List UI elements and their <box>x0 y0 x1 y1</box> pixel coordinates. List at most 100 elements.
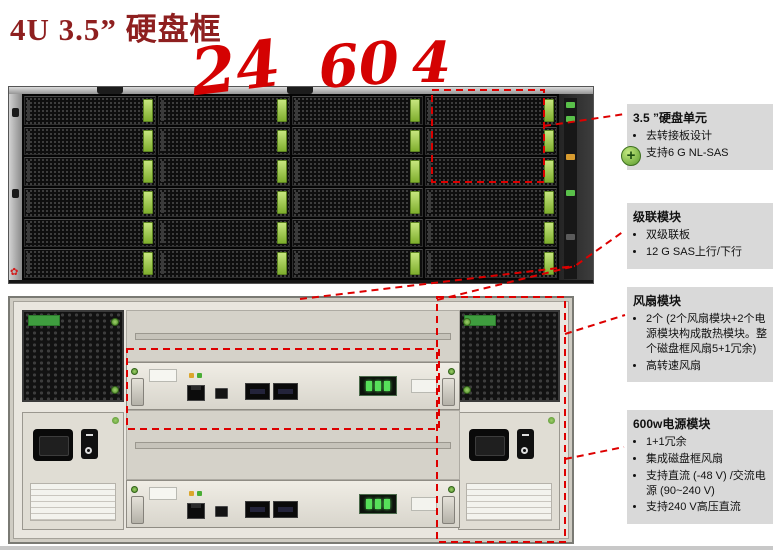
thumbscrew-icon <box>131 486 138 493</box>
drive-tray <box>425 126 557 156</box>
drive-latch <box>410 99 421 122</box>
drive-tray <box>425 249 557 278</box>
callout-bullet: 2个 (2个风扇模块+2个电源模块构成散热模块。整个磁盘框风扇5+1冗余) <box>646 312 767 357</box>
power-supply-module <box>458 412 560 530</box>
callout-bullet: 1+1冗余 <box>646 435 767 450</box>
ear-screw-hole <box>12 189 19 198</box>
chassis-latch <box>97 87 123 94</box>
callout-bullet: 支持6 G NL-SAS <box>646 146 767 161</box>
drive-tray <box>24 218 156 248</box>
ethernet-port <box>187 503 205 519</box>
power-led-icon <box>197 491 202 496</box>
thumbscrew-icon <box>548 417 555 424</box>
power-supply-module <box>22 412 124 530</box>
drive-latch <box>410 160 421 183</box>
callout-bullet: 集成磁盘框风扇 <box>646 452 767 467</box>
fan-module-grille <box>458 310 560 402</box>
page-title: 4U 3.5” 硬盘框 <box>10 12 222 47</box>
callout-bullet-list: 2个 (2个风扇模块+2个电源模块构成散热模块。整个磁盘框风扇5+1冗余) 高转… <box>633 312 767 373</box>
drive-latch <box>142 252 153 275</box>
ear-screw-hole <box>12 108 19 117</box>
rear-center-slots <box>126 310 460 534</box>
status-led-icon <box>566 190 575 196</box>
alarm-led-icon <box>189 373 194 378</box>
thumbscrew-icon <box>111 386 119 394</box>
psu-label <box>466 483 552 521</box>
drive-latch <box>276 221 287 245</box>
drive-tray <box>24 96 156 125</box>
drive-tray <box>291 126 424 156</box>
drive-tray <box>291 218 424 248</box>
status-led-icon <box>566 116 575 122</box>
module-latch <box>131 496 144 524</box>
callout-bullet: 12 G SAS上行/下行 <box>646 245 767 260</box>
serial-port <box>215 388 228 399</box>
drive-latch <box>276 160 287 183</box>
leader-line-fan <box>564 314 626 335</box>
drive-latch <box>544 252 554 275</box>
drive-tray <box>24 249 156 278</box>
status-strip <box>564 98 577 279</box>
thumbscrew-icon <box>112 417 119 424</box>
module-label <box>411 497 437 511</box>
drive-tray <box>291 249 424 278</box>
green-label <box>28 315 60 326</box>
segment-display <box>359 376 397 396</box>
chassis-latch <box>287 87 313 94</box>
callout-cascade-module: 级联模块 双级联板 12 G SAS上行/下行 <box>627 203 773 269</box>
drive-latch <box>410 252 421 275</box>
callout-title: 级联模块 <box>633 210 682 224</box>
thumbscrew-icon <box>448 486 455 493</box>
drive-tray <box>157 96 290 125</box>
drive-latch <box>544 190 554 214</box>
drive-latch <box>544 160 554 183</box>
sas-exp-port <box>245 501 270 518</box>
alarm-led-icon <box>566 154 575 160</box>
plus-ball-icon: + <box>621 146 641 166</box>
psu-label <box>30 483 116 521</box>
callout-bullet-list: 1+1冗余 集成磁盘框风扇 支持直流 (-48 V) /交流电源 (90~240… <box>633 435 767 515</box>
thumbscrew-icon <box>463 386 471 394</box>
drive-latch <box>544 221 554 245</box>
thumbscrew-icon <box>131 368 138 375</box>
drive-tray <box>24 126 156 156</box>
sas-exp-port <box>245 383 270 400</box>
callout-bullet-list: 去转接板设计 支持6 G NL-SAS <box>633 129 767 161</box>
drive-tray <box>157 249 290 278</box>
drive-tray <box>425 157 557 186</box>
drive-latch <box>544 99 554 122</box>
drive-latch <box>276 190 287 214</box>
ethernet-port <box>187 385 205 401</box>
callout-bullet: 高转速风扇 <box>646 359 767 374</box>
rear-view-chassis <box>8 296 574 544</box>
callout-title: 风扇模块 <box>633 294 682 308</box>
drive-latch <box>142 190 153 214</box>
drive-tray <box>157 187 290 217</box>
module-latch <box>442 496 455 524</box>
serial-port <box>215 506 228 517</box>
sas-exp-port <box>273 501 298 518</box>
blank-slot <box>126 410 460 480</box>
drive-tray <box>425 96 557 125</box>
drive-tray <box>425 218 557 248</box>
drive-latch <box>276 99 287 122</box>
power-inlet-socket <box>33 429 73 461</box>
drive-latch <box>142 99 153 122</box>
status-panel <box>558 94 593 283</box>
power-inlet-socket <box>469 429 509 461</box>
module-latch <box>131 378 144 406</box>
drive-tray <box>157 157 290 186</box>
front-view-chassis: ✿ <box>8 86 594 284</box>
thumbscrew-icon <box>111 318 119 326</box>
power-switch <box>81 429 98 459</box>
drive-latch <box>410 129 421 153</box>
drive-tray <box>24 187 156 217</box>
left-mounting-ear: ✿ <box>9 94 22 283</box>
power-led-icon <box>197 373 202 378</box>
drive-latch <box>410 221 421 245</box>
drive-tray <box>291 96 424 125</box>
fan-module-grille <box>22 310 124 402</box>
module-latch <box>442 378 455 406</box>
callout-disk-unit: 3.5 ”硬盘单元 去转接板设计 支持6 G NL-SAS <box>627 104 773 170</box>
drive-tray <box>157 126 290 156</box>
